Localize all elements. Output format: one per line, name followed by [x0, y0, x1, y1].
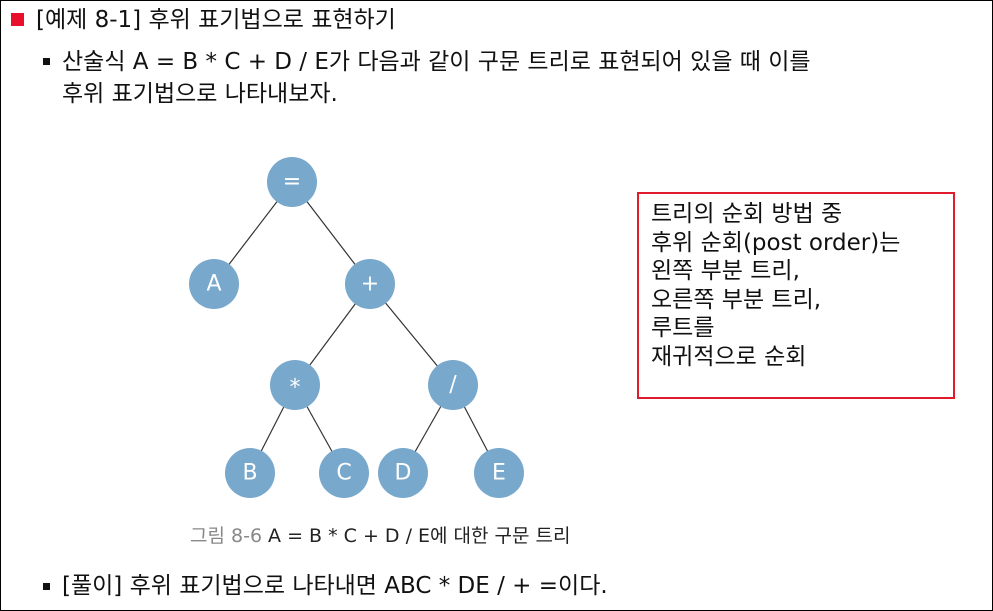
tree-node-d-label: D	[395, 461, 412, 486]
note-line: 오른쪽 부분 트리,	[651, 286, 822, 313]
note-line: 재귀적으로 순회	[651, 343, 807, 370]
tree-node-div: /	[428, 360, 478, 410]
tree-node-c-label: C	[336, 461, 351, 486]
tree-node-d: D	[378, 448, 428, 498]
syntax-tree-diagram: = A + * / B C D E	[189, 157, 524, 498]
tree-node-c: C	[319, 448, 369, 498]
tree-node-e-label: E	[492, 461, 506, 486]
tree-node-root-label: =	[283, 170, 301, 195]
figure-number: 그림 8-6	[190, 525, 263, 547]
intro-line-2: 후위 표기법으로 나타내보자.	[62, 81, 338, 107]
solution-line: [풀이] 후위 표기법으로 나타내면 ABC * DE / + =이다.	[62, 573, 608, 599]
tree-node-root: =	[267, 157, 317, 207]
intro-line-1: 산술식 A = B * C + D / E가 다음과 같이 구문 트리로 표현되…	[62, 49, 811, 75]
tree-node-div-label: /	[449, 373, 457, 398]
tree-node-b: B	[225, 448, 275, 498]
figure-caption-text: A = B * C + D / E에 대한 구문 트리	[268, 525, 571, 547]
tree-node-plus: +	[345, 259, 395, 309]
bullet-square-icon	[43, 58, 50, 65]
tree-node-mul: *	[270, 360, 320, 410]
tree-node-b-label: B	[242, 461, 257, 486]
note-line: 왼쪽 부분 트리,	[651, 258, 800, 284]
slide-title: [예제 8-1] 후위 표기법으로 표현하기	[36, 7, 396, 33]
note-box: 트리의 순회 방법 중 후위 순회(post order)는 왼쪽 부분 트리,…	[637, 192, 955, 399]
bullet-square-icon	[43, 583, 50, 590]
note-line: 후위 순회(post order)는	[651, 229, 901, 256]
title-bullet-square	[11, 13, 24, 26]
tree-node-mul-label: *	[290, 376, 301, 401]
tree-node-e: E	[474, 448, 524, 498]
tree-node-a-label: A	[206, 272, 221, 297]
note-line: 트리의 순회 방법 중	[651, 201, 843, 227]
tree-node-a: A	[189, 259, 239, 309]
note-line: 루트를	[651, 315, 715, 341]
tree-node-plus-label: +	[361, 272, 379, 297]
